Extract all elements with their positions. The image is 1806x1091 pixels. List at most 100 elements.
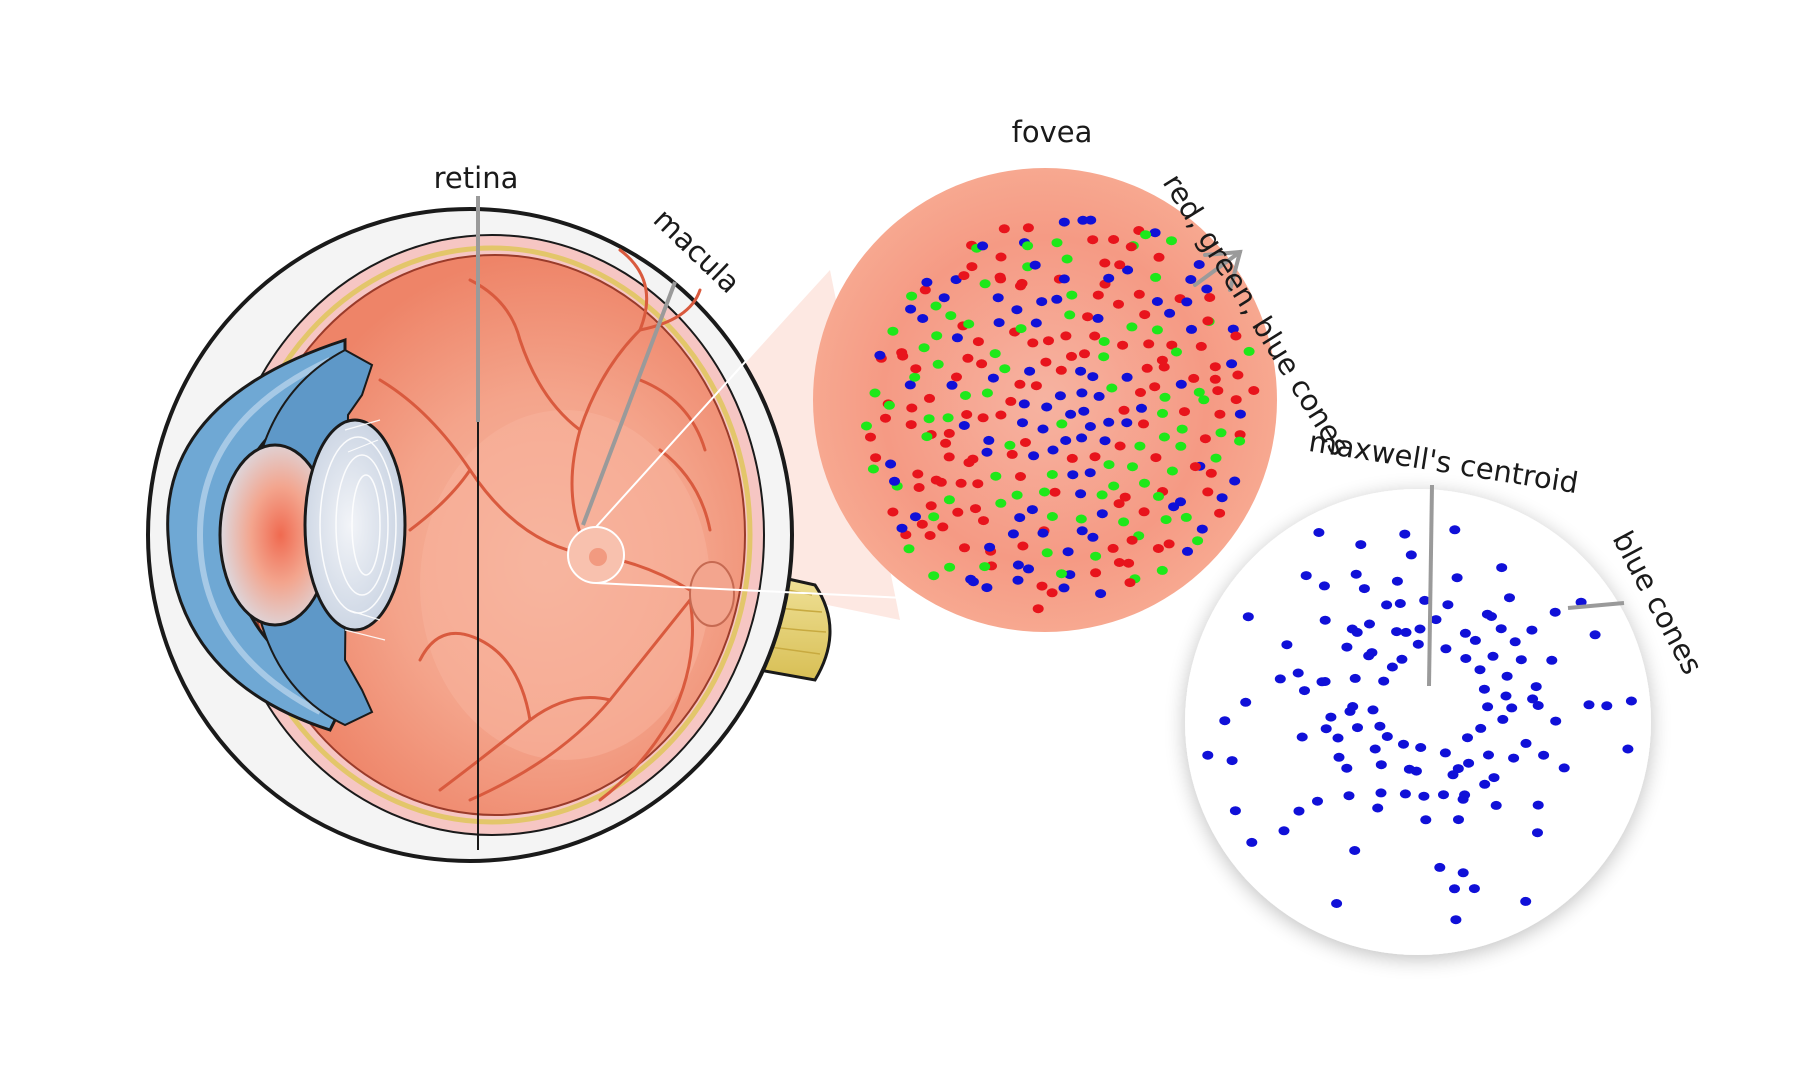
cone-dot xyxy=(1095,589,1107,599)
cone-dot xyxy=(1061,254,1073,264)
cone-dot xyxy=(1151,297,1163,306)
cone-dot xyxy=(990,471,1002,481)
cone-dot xyxy=(962,353,974,363)
cone-dot xyxy=(1205,468,1217,478)
blue-cone-dot xyxy=(1398,739,1409,749)
blue-cone-dot xyxy=(1550,716,1562,726)
cone-dot xyxy=(1060,436,1072,445)
blue-cone-dot xyxy=(1449,525,1461,535)
cone-dot xyxy=(1232,370,1244,380)
blue-cone-dot xyxy=(1400,627,1412,637)
cone-dot xyxy=(1058,583,1070,593)
blue-cone-dot xyxy=(1451,573,1463,583)
cone-dot xyxy=(1037,424,1049,434)
cone-dot xyxy=(1149,228,1161,238)
cone-dot xyxy=(865,432,876,442)
cone-dot xyxy=(1030,381,1042,391)
cone-dot xyxy=(945,311,957,321)
cone-dot xyxy=(1106,383,1118,393)
blue-cone-dot xyxy=(1447,770,1459,780)
maxwell-centroid-inset xyxy=(1185,484,1651,955)
cone-dot xyxy=(1020,438,1031,447)
blue-cone-dot xyxy=(1405,550,1417,560)
cone-dot xyxy=(1077,215,1089,225)
cone-dot xyxy=(1082,312,1094,322)
cone-dot xyxy=(1166,466,1178,476)
blue-cone-dot xyxy=(1367,705,1379,715)
cone-dot xyxy=(1087,372,1099,382)
cone-dot xyxy=(1138,507,1150,517)
cone-dot xyxy=(1036,297,1048,307)
cone-dot xyxy=(904,380,916,390)
blue-cone-dot xyxy=(1246,837,1258,847)
cone-dot xyxy=(1226,359,1238,369)
blue-cone-dot xyxy=(1419,595,1431,605)
blue-cone-dot xyxy=(1520,738,1532,748)
cone-dot xyxy=(880,413,891,423)
cone-dot xyxy=(930,301,942,311)
cone-dot xyxy=(906,291,918,301)
blue-cone-dot xyxy=(1219,716,1231,726)
blue-cone-dot xyxy=(1509,637,1521,647)
cone-dot xyxy=(1210,453,1222,463)
blue-cone-dot xyxy=(1346,624,1358,634)
cone-dot xyxy=(1212,386,1224,396)
cone-dot xyxy=(1171,347,1182,357)
blue-cone-dot xyxy=(1396,654,1408,664)
blue-cone-dot xyxy=(1450,915,1462,925)
blue-cone-dot xyxy=(1526,625,1538,635)
cone-dot xyxy=(1022,241,1034,251)
cone-dot xyxy=(970,504,981,514)
cone-dot xyxy=(1163,539,1175,549)
cone-dot xyxy=(1196,524,1208,534)
cone-dot xyxy=(1060,331,1072,341)
cone-dot xyxy=(1076,526,1088,536)
blue-cone-dot xyxy=(1414,624,1426,634)
cone-dot xyxy=(943,452,955,462)
cone-dot xyxy=(1117,340,1129,350)
blue-cone-dot xyxy=(1482,702,1494,712)
blue-cone-dot xyxy=(1530,682,1542,692)
blue-cone-dot xyxy=(1226,756,1238,766)
cone-dot xyxy=(1026,505,1038,515)
blood-vessels xyxy=(378,248,712,802)
cone-dot xyxy=(1028,451,1040,461)
cone-dot xyxy=(913,483,925,492)
blue-cone-dot xyxy=(1501,671,1513,681)
cone-dot xyxy=(1164,308,1176,318)
cone-dot xyxy=(983,435,995,445)
cone-dot xyxy=(1046,588,1058,598)
blue-cone-dot xyxy=(1366,648,1378,658)
cone-dot xyxy=(1099,436,1111,446)
blue-cone-dot xyxy=(1391,627,1403,637)
cone-dot xyxy=(1043,336,1054,346)
cone-dot xyxy=(1134,441,1146,451)
cone-dot xyxy=(1011,305,1023,315)
cone-dot xyxy=(1159,392,1171,402)
cone-dot xyxy=(1193,260,1205,269)
cone-dot xyxy=(925,501,937,511)
cone-dot xyxy=(1089,331,1101,341)
cone-dot xyxy=(1157,408,1168,418)
blue-cone-dot xyxy=(1490,800,1502,810)
blue-cone-dot xyxy=(1483,750,1494,760)
cone-dot xyxy=(981,447,993,457)
cone-dot xyxy=(1029,260,1041,270)
cone-dot xyxy=(1075,366,1087,376)
blue-cone-dot xyxy=(1418,791,1430,801)
blue-cone-dot xyxy=(1403,764,1415,774)
blue-cone-dot xyxy=(1462,733,1473,743)
cone-dot xyxy=(1214,409,1226,419)
cone-dot xyxy=(1051,294,1063,304)
cone-dot xyxy=(1032,604,1044,614)
cone-dot xyxy=(1078,406,1090,416)
cone-dot xyxy=(1041,548,1053,558)
cone-dot xyxy=(1182,546,1193,556)
blue-cone-dot xyxy=(1495,624,1507,634)
cone-dot xyxy=(958,271,970,281)
cone-dot xyxy=(1058,274,1070,284)
cone-dot xyxy=(972,479,984,489)
cone-dot xyxy=(1076,388,1088,398)
cone-dot xyxy=(1118,517,1130,527)
cone-dot xyxy=(1138,419,1149,429)
